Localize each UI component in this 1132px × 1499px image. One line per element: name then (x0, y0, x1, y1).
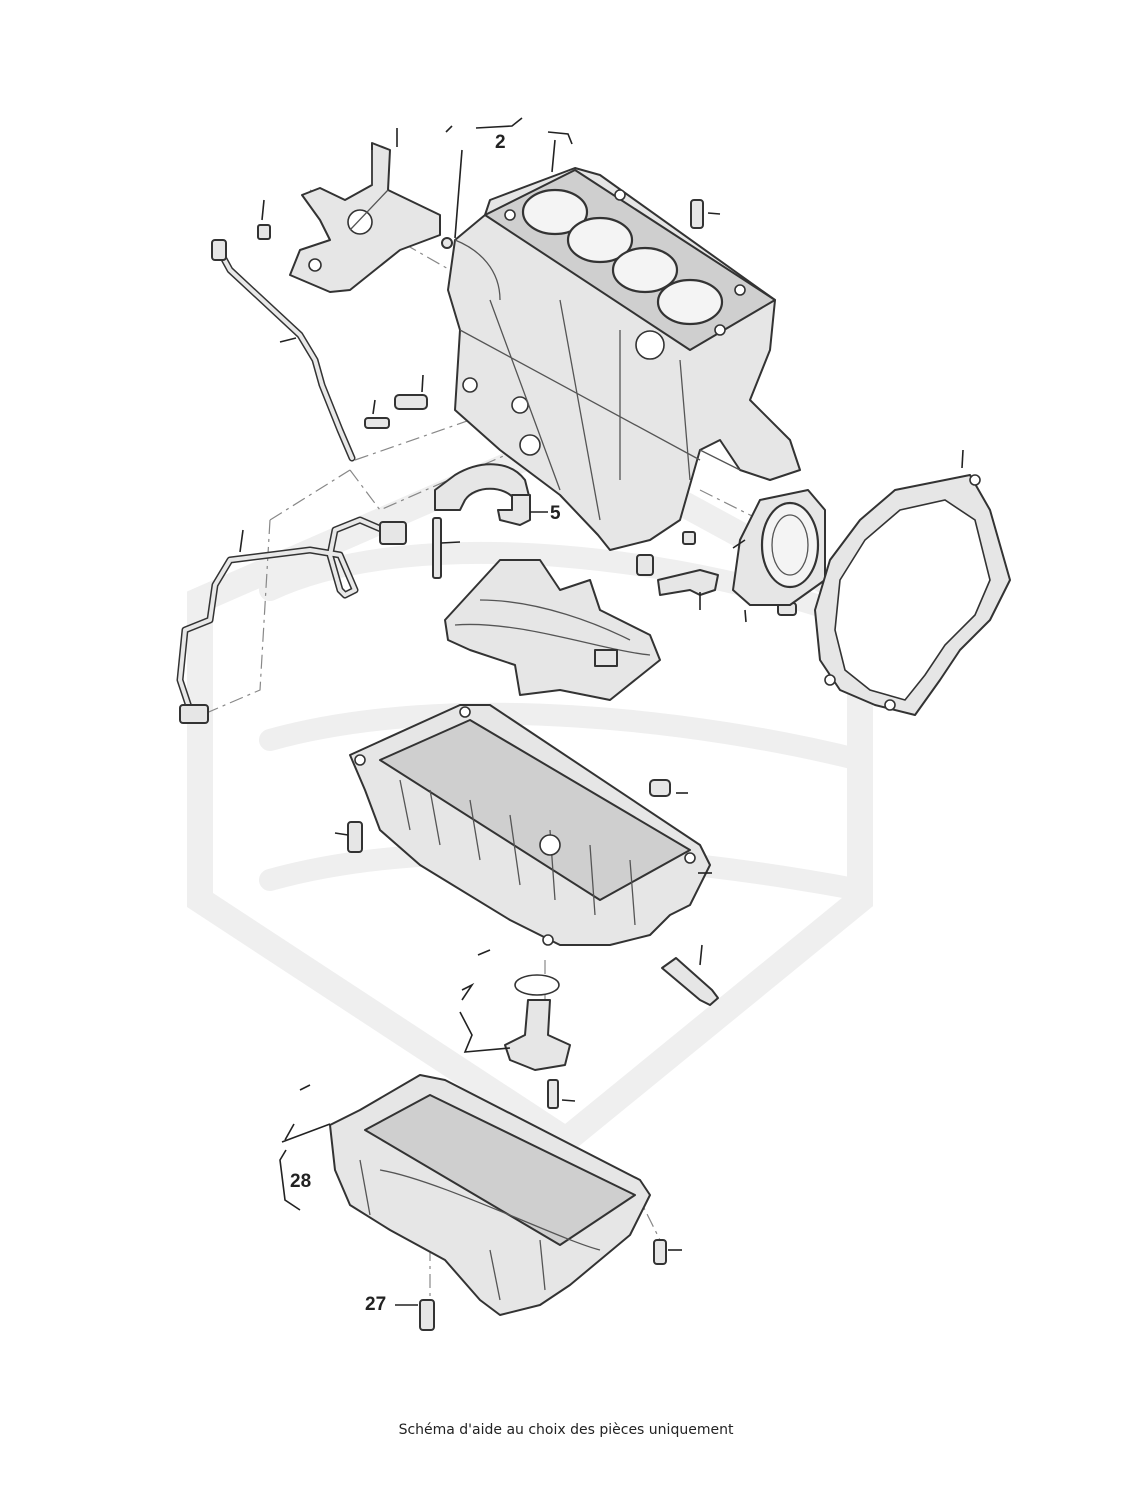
callout-27: 27 (365, 1294, 386, 1315)
cylinder-block (447, 167, 801, 551)
dipstick-guide-tube (211, 239, 356, 462)
lower-oil-sump (329, 1074, 667, 1331)
callout-28: 28 (290, 1171, 311, 1192)
diagram-caption: Schéma d'aide au choix des pièces unique… (398, 1422, 734, 1438)
oil-level-sensor (504, 999, 571, 1109)
callout-5: 5 (550, 503, 561, 524)
oil-spray-jet (497, 494, 531, 526)
o-ring (514, 974, 560, 996)
callout-labels: 2 5 27 28 (290, 132, 561, 1315)
callout-2: 2 (495, 132, 506, 153)
intermediate-plate (814, 474, 1011, 716)
sump-fasteners (347, 779, 671, 853)
crankshaft-sensor (657, 569, 719, 596)
oil-baffle-plate (444, 559, 661, 701)
leader-lines (239, 117, 964, 1306)
engine-mount-bracket (289, 142, 441, 293)
upper-oil-sump (349, 704, 711, 946)
oil-return-hose (176, 516, 407, 724)
rear-seal-flange (732, 489, 826, 606)
sealant-tube (661, 957, 719, 1006)
